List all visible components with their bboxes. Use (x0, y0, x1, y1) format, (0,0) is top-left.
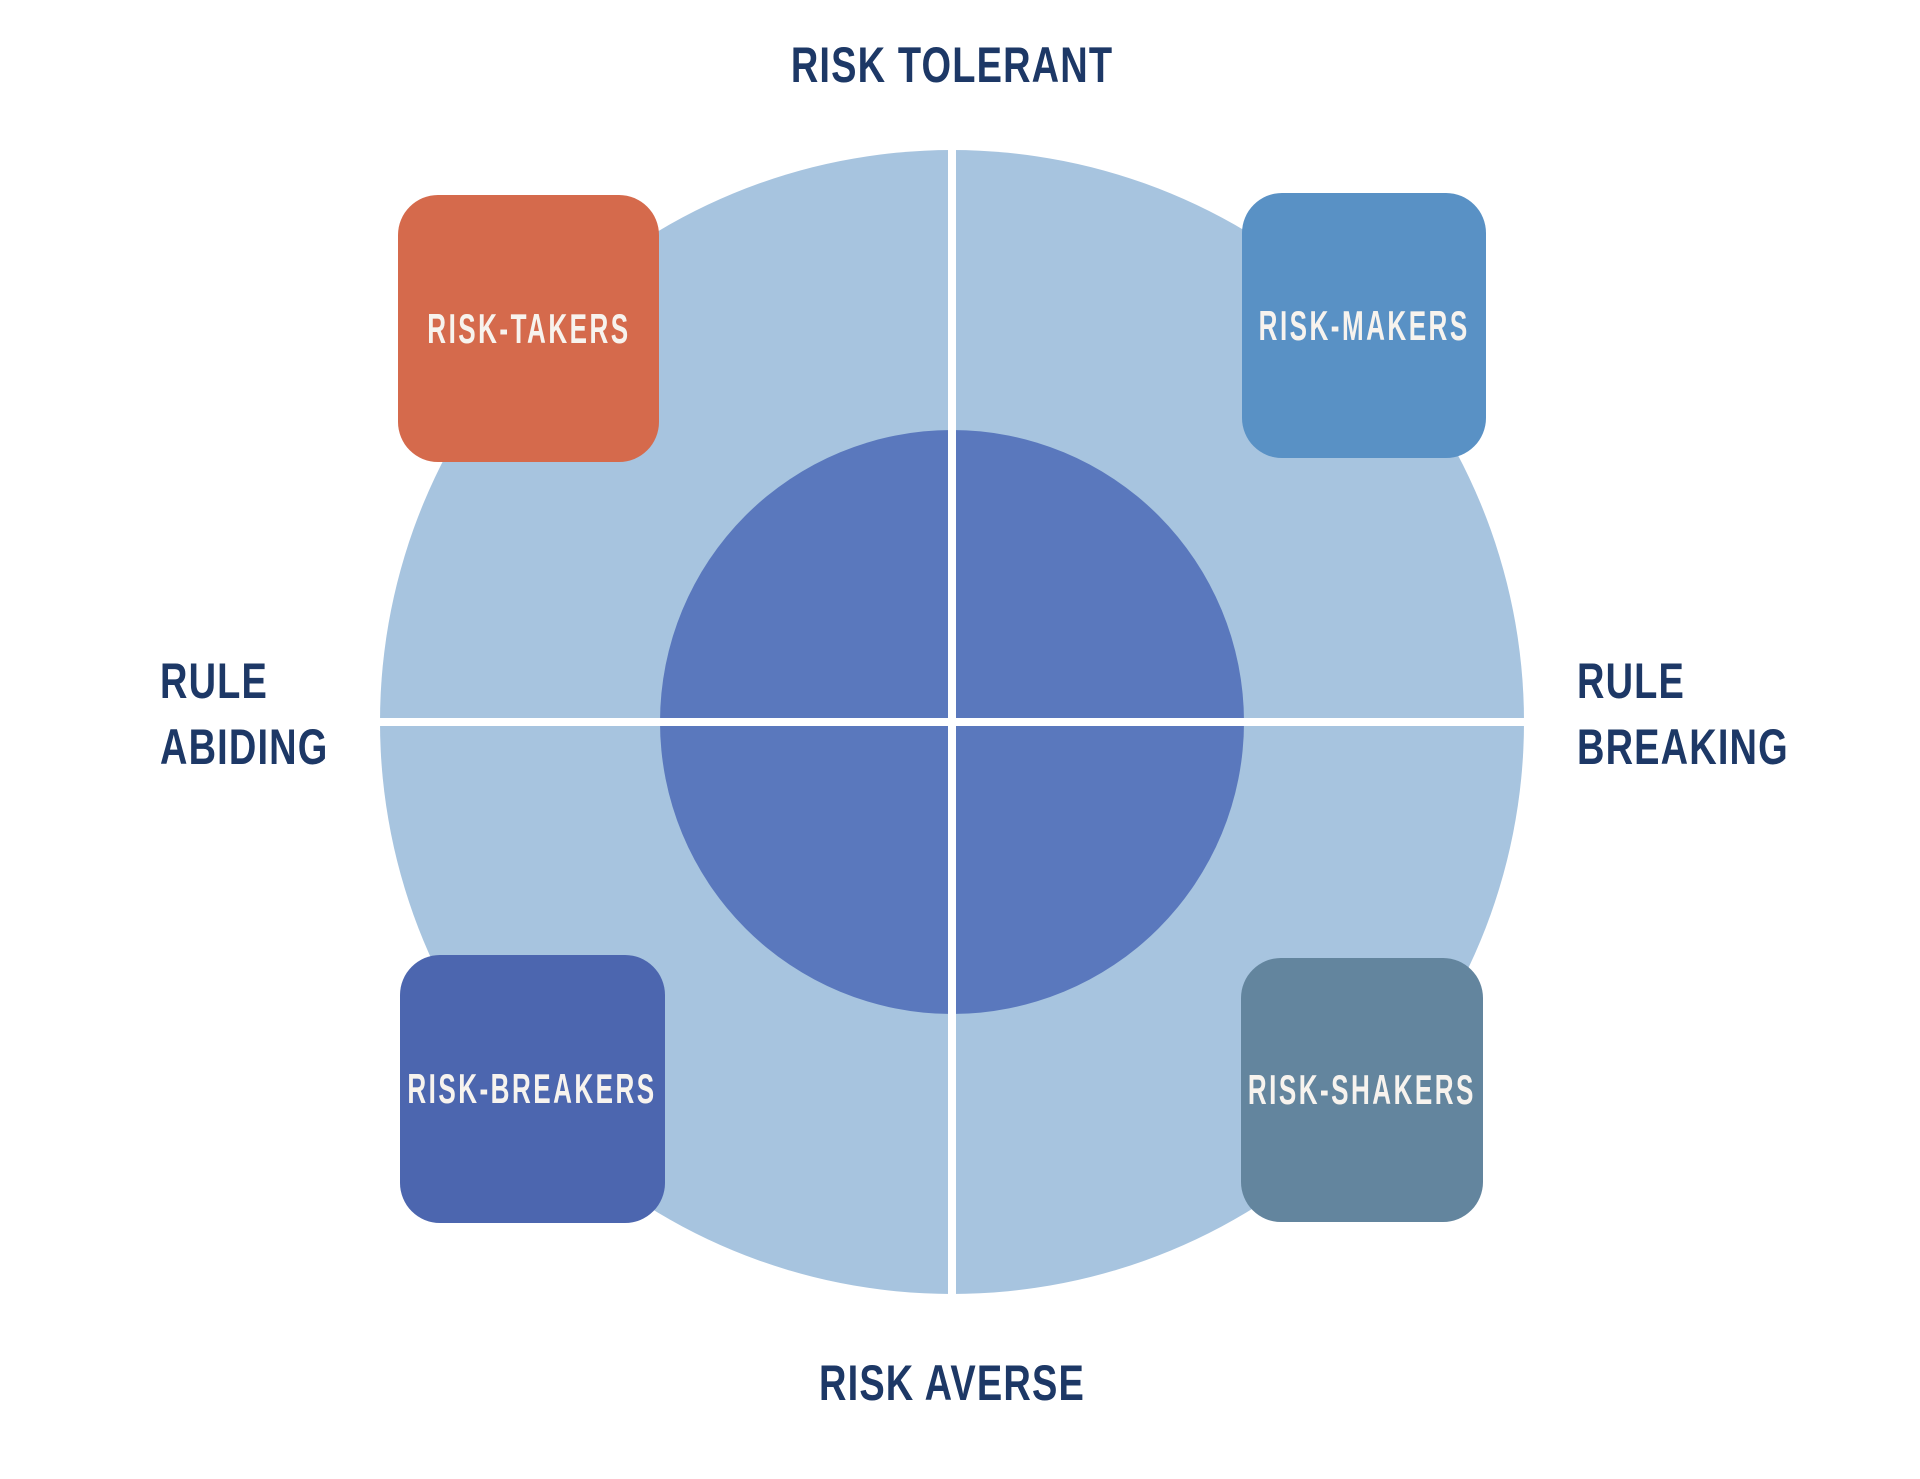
axis-label-rule-breaking-line1: RULE (1577, 653, 1686, 709)
quadrant-card-risk-makers: RISK-MAKERS (1242, 193, 1486, 458)
axis-label-rule-breaking-line2: BREAKING (1577, 719, 1789, 775)
axis-label-risk-tolerant: RISK TOLERANT (790, 37, 1114, 93)
axis-label-risk-averse: RISK AVERSE (819, 1355, 1085, 1411)
quadrant-label-risk-takers: RISK-TAKERS (426, 304, 631, 352)
axis-label-rule-abiding: RULE ABIDING (160, 648, 328, 780)
quadrant-card-risk-breakers: RISK-BREAKERS (400, 955, 665, 1223)
horizontal-axis-line (380, 718, 1524, 726)
quadrant-label-risk-shakers: RISK-SHAKERS (1248, 1066, 1476, 1113)
axis-label-rule-abiding-line2: ABIDING (160, 719, 329, 775)
quadrant-label-risk-makers: RISK-MAKERS (1258, 301, 1470, 349)
quadrant-card-risk-takers: RISK-TAKERS (398, 195, 659, 462)
axis-label-rule-breaking: RULE BREAKING (1577, 648, 1789, 780)
quadrant-card-risk-shakers: RISK-SHAKERS (1241, 958, 1483, 1222)
quadrant-label-risk-breakers: RISK-BREAKERS (407, 1065, 658, 1112)
axis-label-rule-abiding-line1: RULE (160, 653, 269, 709)
